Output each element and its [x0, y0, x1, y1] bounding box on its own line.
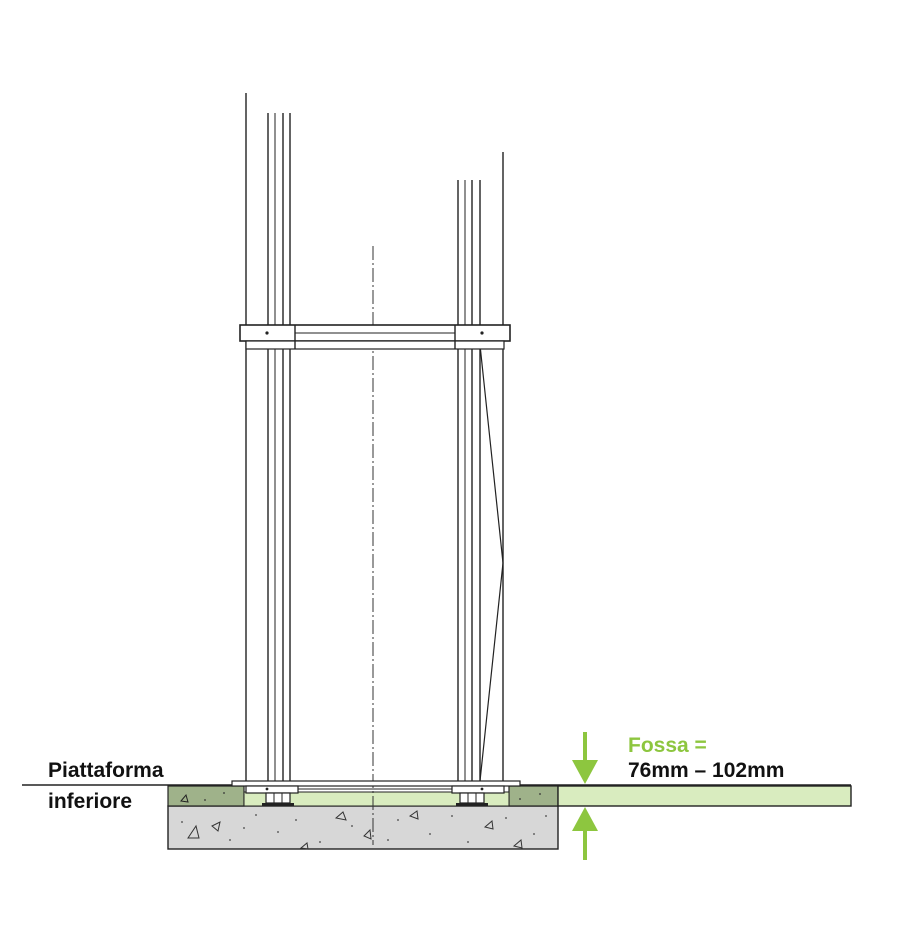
floor-level-band: [557, 785, 852, 807]
concrete-foundation: [167, 805, 559, 850]
pit-infill: [243, 791, 510, 807]
arrow-up-icon: [572, 807, 598, 860]
ground-left: [167, 785, 245, 807]
left-mast: [245, 93, 291, 785]
arrow-down-icon: [572, 732, 598, 784]
right-mast: [457, 152, 504, 785]
ground-right: [508, 785, 559, 807]
diagonal-brace: [479, 344, 504, 782]
lower-platform-label-line1: Piattaforma: [48, 759, 164, 782]
pit-value-label: 76mm – 102mm: [628, 759, 785, 782]
pit-title-label: Fossa =: [628, 734, 707, 757]
lower-platform-frame: [231, 780, 521, 806]
lower-platform-label-line2: inferiore: [48, 790, 133, 813]
upper-crossbeam: [239, 324, 511, 350]
